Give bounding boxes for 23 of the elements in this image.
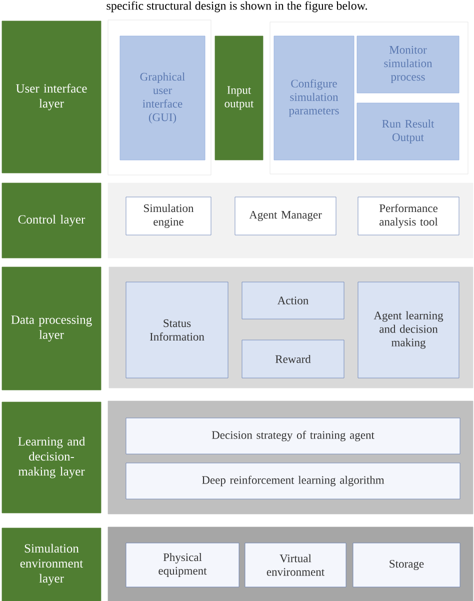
module-box: Status Information (126, 282, 228, 378)
module-box: Run Result Output (356, 102, 460, 160)
module-box: Action (242, 282, 344, 320)
module-box: Storage (352, 542, 460, 588)
module-box: Performance analysis tool (358, 196, 460, 236)
module-box: Input output (214, 36, 264, 160)
running-text: specific structural design is shown in the figure below. (106, 1, 367, 12)
module-box: Virtual environment (244, 542, 346, 588)
module-box: Deep reinforcement learning algorithm (126, 462, 460, 500)
module-box: Simulation engine (126, 196, 212, 236)
module-box: Monitor simulation process (356, 36, 460, 94)
layer-label: Data processing layer (2, 266, 102, 390)
module-box: Reward (242, 340, 344, 378)
layer-label: Control layer (2, 182, 102, 258)
layer-label: User interface layer (2, 20, 102, 174)
module-box: Decision strategy of training agent (126, 418, 460, 454)
layer-label: Simulation environment layer (2, 528, 102, 601)
module-box: Configure simulation parameters (274, 36, 354, 160)
module-box: Agent Manager (234, 196, 336, 236)
layer-label: Learning and decision-making layer (2, 402, 102, 514)
module-box: Physical equipment (126, 542, 240, 588)
module-box: Graphical user interface (GUI) (120, 36, 206, 160)
module-box: Agent learning and decision making (358, 282, 460, 378)
